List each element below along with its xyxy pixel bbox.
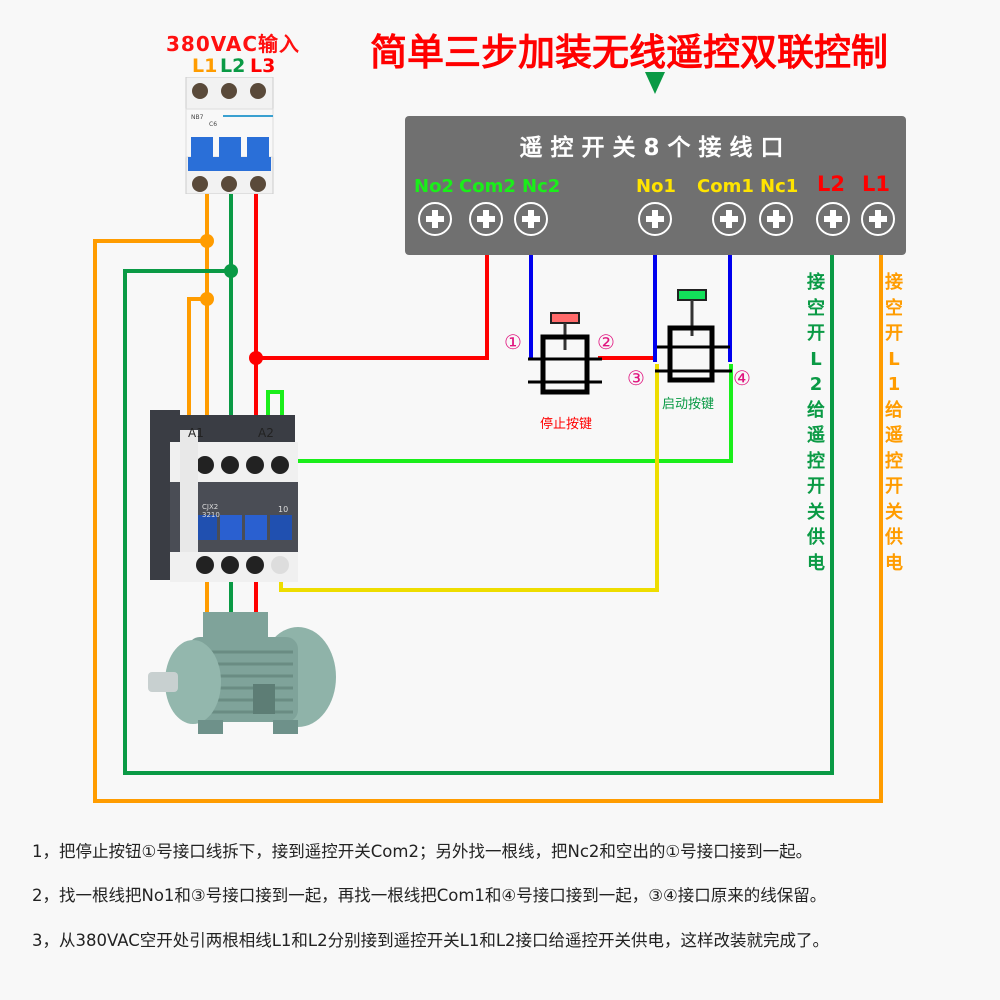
electric-motor bbox=[148, 612, 338, 740]
side-note-l1: 接空开L1给遥控开关供电 bbox=[885, 272, 903, 574]
terminal-label-no2: No2 bbox=[414, 176, 454, 197]
breaker-rating: C6 bbox=[209, 121, 218, 128]
connection-point-4: ④ bbox=[733, 366, 751, 390]
instruction-step-2: 2，找一根线把No1和③号接口接到一起，再找一根线把Com1和④号接口接到一起，… bbox=[32, 886, 827, 905]
wire-yellow-aux bbox=[279, 364, 659, 592]
terminal-label-com2: Com2 bbox=[459, 176, 516, 197]
wire-red-to-com2 bbox=[256, 232, 489, 360]
phase-label-l3: L3 bbox=[250, 55, 276, 77]
terminal-label-l2: L2 bbox=[817, 172, 845, 196]
coil-label-a1: A1 bbox=[188, 426, 204, 440]
remote-switch-panel: 遥控开关8个接线口 No2 Com2 Nc2 No1 Com1 Nc1 L2 L… bbox=[405, 116, 906, 255]
stop-button-symbol bbox=[520, 310, 610, 395]
terminal-label-com1: Com1 bbox=[697, 176, 754, 197]
terminal-screw-no2 bbox=[418, 202, 452, 236]
terminal-screw-com2 bbox=[469, 202, 503, 236]
instruction-step-3: 3，从380VAC空开处引两根相线L1和L2分别接到遥控开关L1和L2接口给遥控… bbox=[32, 931, 830, 950]
phase-label-l2: L2 bbox=[220, 55, 246, 77]
junction-dot bbox=[224, 264, 238, 278]
wire-green-l2-remote bbox=[123, 232, 834, 775]
circuit-breaker: NB7 C6 bbox=[183, 77, 276, 194]
terminal-label-no1: No1 bbox=[636, 176, 676, 197]
connection-point-2: ② bbox=[597, 330, 615, 354]
input-voltage-label: 380VAC输入 bbox=[166, 32, 301, 56]
breaker-brand: NB7 bbox=[191, 114, 204, 121]
phase-label-l1: L1 bbox=[192, 55, 218, 77]
start-button-symbol bbox=[652, 288, 737, 388]
wire-orange-l1-remote bbox=[93, 232, 883, 803]
coil-label-a2: A2 bbox=[258, 426, 274, 440]
start-button-label: 启动按键 bbox=[662, 397, 715, 412]
junction-dot bbox=[200, 292, 214, 306]
contactor-model: CJX2 3210 bbox=[202, 503, 220, 519]
junction-dot bbox=[200, 234, 214, 248]
instruction-step-1: 1，把停止按钮①号接口线拆下，接到遥控开关Com2；另外找一根线，把Nc2和空出… bbox=[32, 842, 813, 861]
terminal-label-nc1: Nc1 bbox=[760, 176, 799, 197]
connection-point-3: ③ bbox=[627, 366, 645, 390]
terminal-label-nc2: Nc2 bbox=[522, 176, 561, 197]
terminal-screw-no1 bbox=[638, 202, 672, 236]
connection-point-1: ① bbox=[504, 330, 522, 354]
junction-dot bbox=[249, 351, 263, 365]
terminal-screw-l1 bbox=[861, 202, 895, 236]
terminal-screw-l2 bbox=[816, 202, 850, 236]
terminal-screw-nc1 bbox=[759, 202, 793, 236]
side-note-l2: 接空开L2给遥控开关供电 bbox=[807, 272, 825, 574]
terminal-screw-nc2 bbox=[514, 202, 548, 236]
arrow-down-icon bbox=[645, 72, 665, 94]
contactor-aux-label: 10 bbox=[278, 505, 289, 514]
terminal-screw-com1 bbox=[712, 202, 746, 236]
panel-title: 遥控开关8个接线口 bbox=[519, 135, 792, 161]
terminal-label-l1: L1 bbox=[862, 172, 890, 196]
contactor: CJX2 3210 10 A1 A2 bbox=[150, 400, 300, 585]
page-title: 简单三步加装无线遥控双联控制 bbox=[370, 31, 888, 74]
stop-button-label: 停止按键 bbox=[540, 417, 593, 432]
